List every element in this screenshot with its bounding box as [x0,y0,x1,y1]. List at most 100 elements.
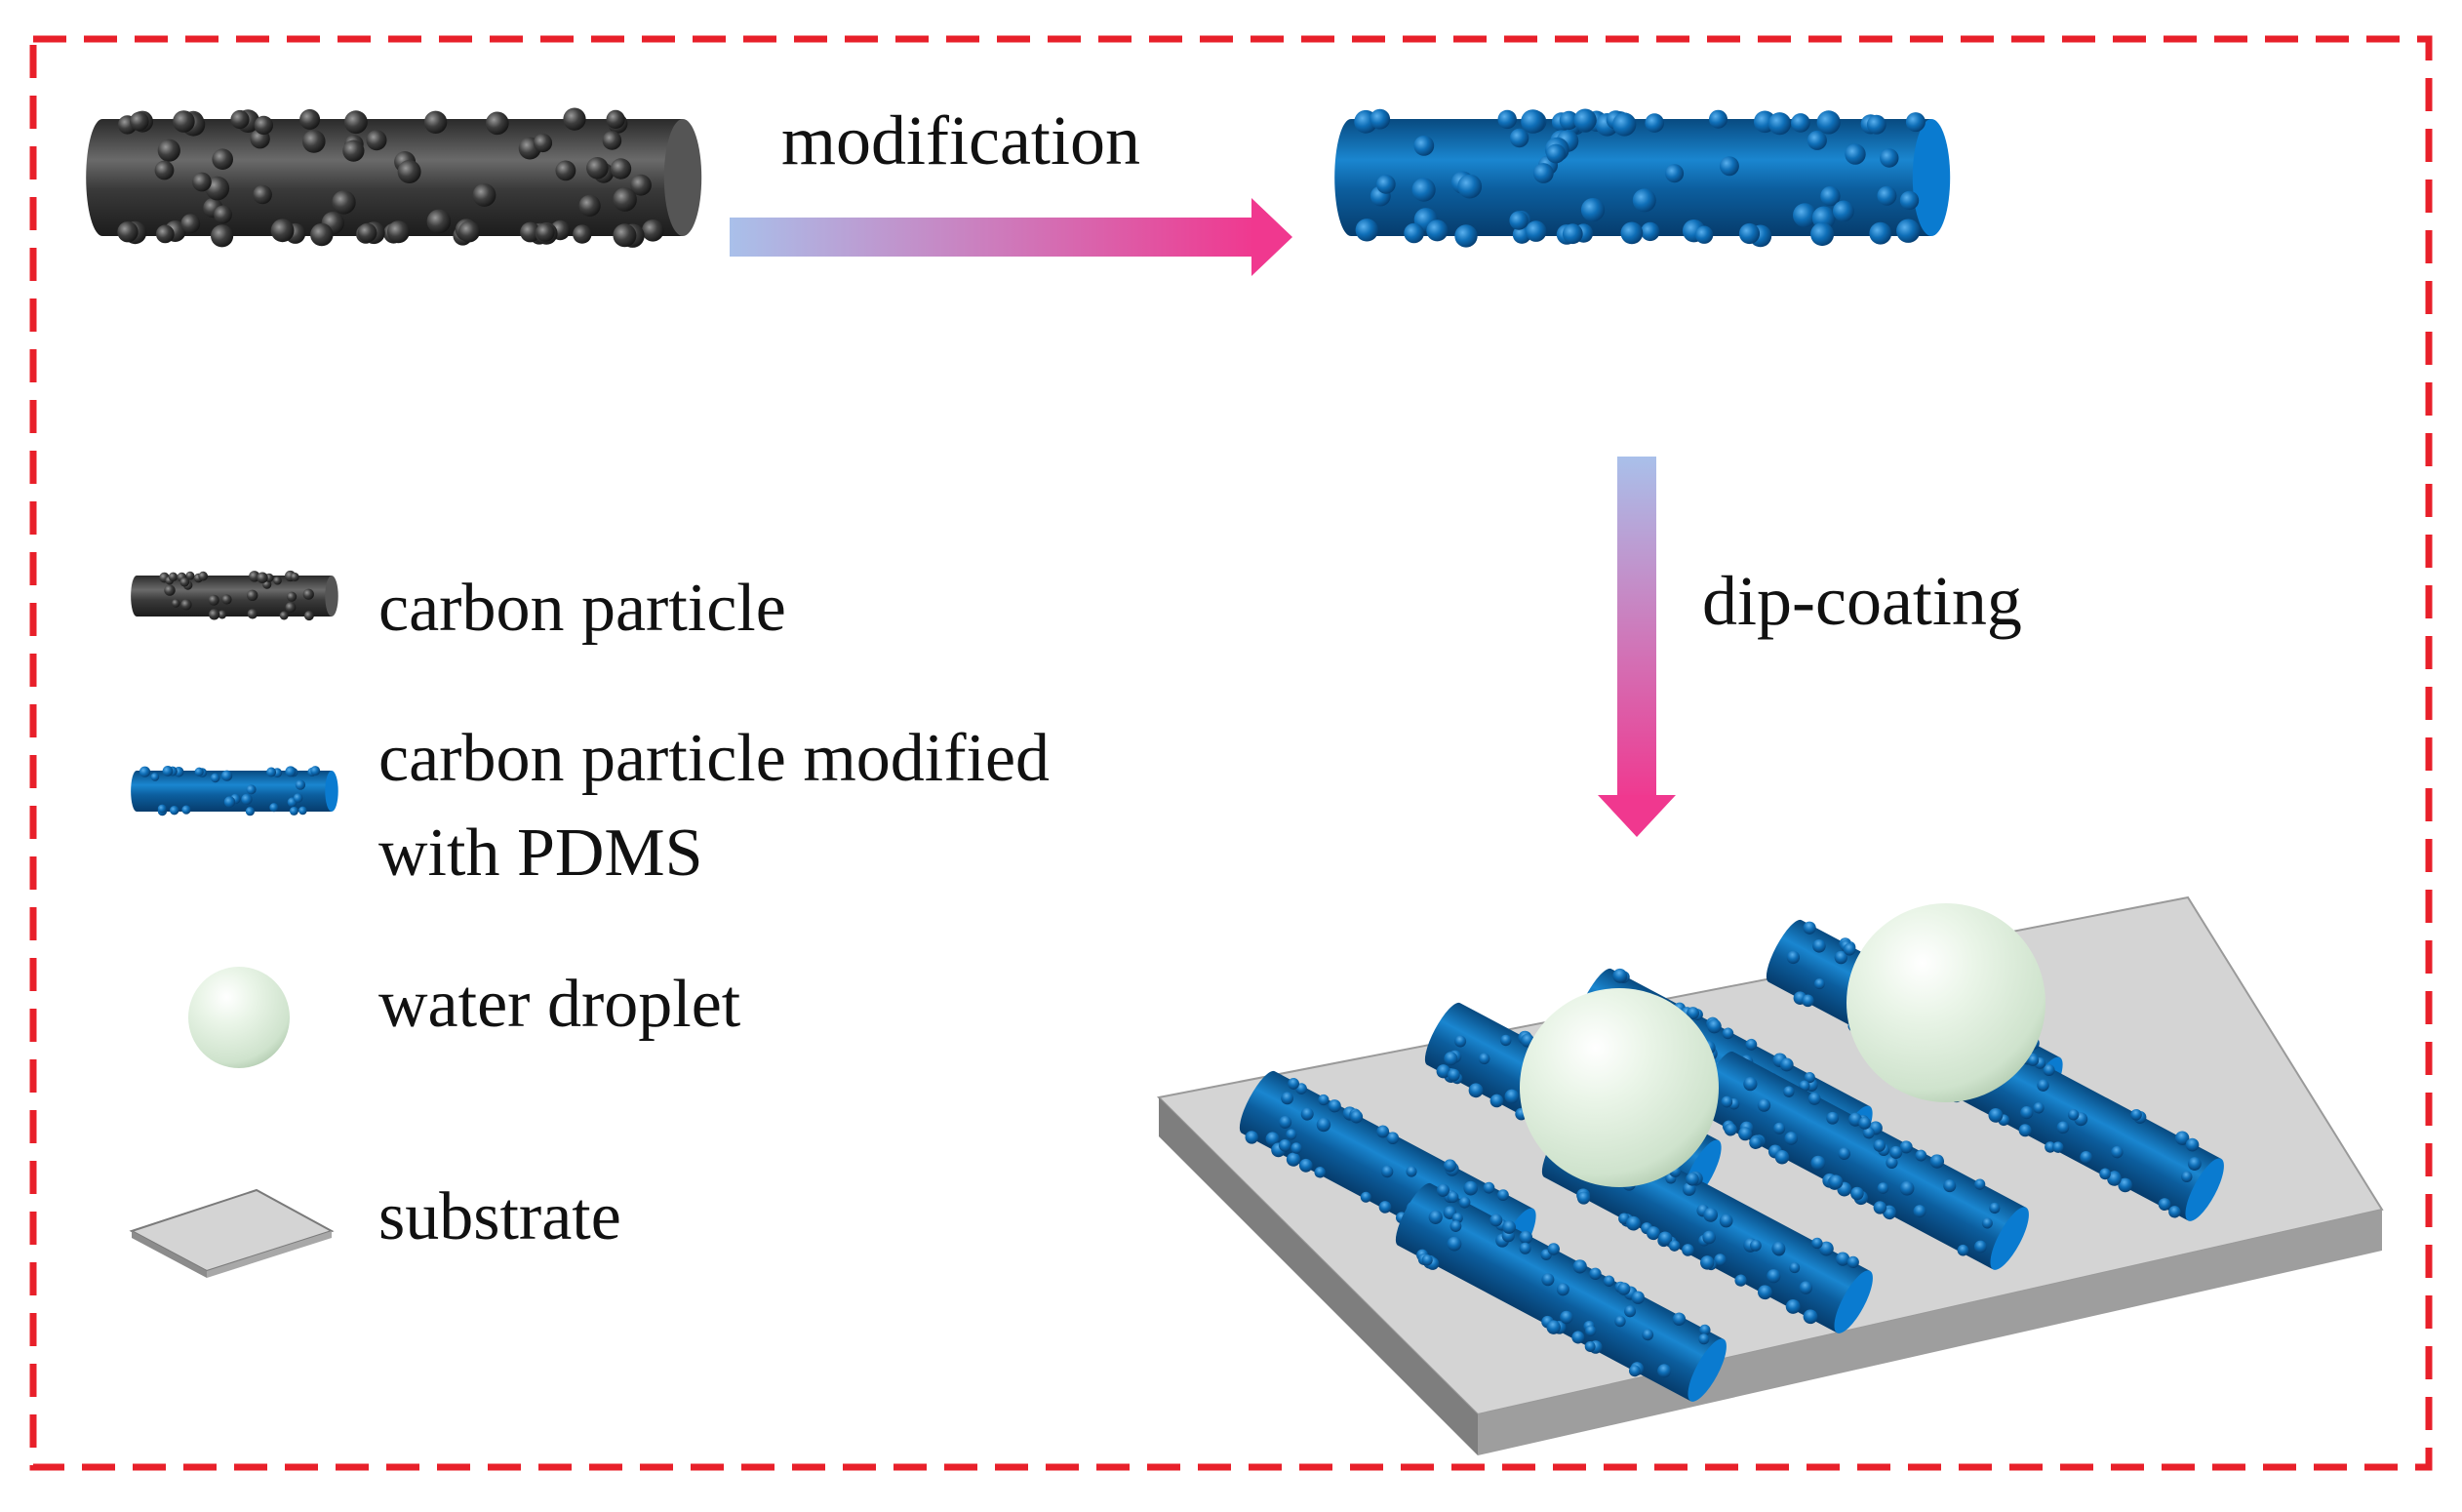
particle-bump [1612,112,1637,137]
particle-bump [1734,1274,1747,1287]
particle-bump [1632,188,1656,213]
particle-bump [1850,1186,1864,1201]
particle-bump [1378,1201,1392,1214]
particle-bump [1989,1202,2001,1214]
particle-bump [214,205,232,224]
particle-bump [154,160,175,180]
particle-bump [357,222,377,243]
particle-bump [332,190,356,215]
particle-bump [1519,1242,1531,1254]
particle-bump [1771,1241,1786,1255]
particle-bump [563,107,586,131]
particle-bump [1738,222,1761,245]
particle-bump [1458,1196,1471,1209]
particle-bump [2043,1064,2055,1077]
legend-droplet-icon [188,967,290,1068]
particle-bump [397,160,421,183]
particle-bump [486,111,509,136]
rod-end-cap [2185,1158,2224,1221]
particle-bump [1349,1110,1364,1124]
particle-bump [1624,1305,1637,1318]
particle-bump [1810,222,1835,247]
particle-bump [1828,1174,1844,1189]
particle-bump [426,209,452,234]
particle-bump [1886,1156,1898,1170]
particle-bump [211,224,234,248]
rod-end-cap [325,576,338,617]
particle-bump [1913,1205,1926,1218]
particle-bump [1509,211,1529,230]
modification-label: modification [781,101,1140,179]
particle-bump [257,572,268,583]
particle-bump [223,796,236,808]
particle-bump [302,588,314,600]
particle-bump [1700,1255,1715,1270]
particle-bump [150,773,160,781]
particle-bump [230,109,250,130]
particle-bump [168,572,179,581]
particle-bump [1802,994,1814,1008]
particle-bump [1559,110,1579,131]
particle-bump [1413,136,1435,156]
particle-bump [1862,1127,1875,1139]
particle-bump [1810,1155,1826,1171]
particle-bump [1816,110,1841,135]
particle-bump [1355,219,1379,242]
particle-bump [157,139,180,162]
particle-bump [602,131,622,150]
particle-bump [1617,1282,1631,1295]
particle-bump [1316,1117,1331,1133]
particle-bump [293,793,303,803]
particle-bump [2185,1137,2200,1152]
particle-bump [1443,1159,1457,1173]
particle-bump [1572,1259,1587,1274]
particle-bump [181,805,191,815]
particle-bump [1818,1241,1834,1256]
particle-bump [2130,1108,2142,1121]
particle-bump [1318,1094,1330,1106]
particle-bump [1580,198,1606,222]
particle-bump [162,766,174,776]
legend: carbon particle carbon particle modified… [129,570,1050,1278]
particle-bump [1560,1310,1573,1325]
particle-bump [2174,1131,2190,1145]
particle-bump [253,184,272,205]
particle-bump [1571,1331,1585,1344]
particle-bump [642,219,664,242]
particle-bump [1749,1135,1763,1149]
particle-bump [2033,1102,2045,1114]
particle-bump [366,130,387,151]
particle-bump [1743,1077,1758,1092]
particle-bump [1589,1267,1602,1280]
particle-bump [1791,113,1810,133]
particle-bump [1807,1092,1821,1105]
particle-bump [172,599,180,608]
particle-bump [2158,1198,2171,1211]
particle-bump [1899,1180,1915,1196]
particle-bump [2067,1109,2080,1121]
legend-droplet-label: water droplet [378,967,741,1042]
particle-bump [1699,1324,1711,1336]
particle-bump [289,806,298,816]
particle-bump [180,214,201,234]
particle-bump [1286,1129,1297,1140]
particle-bump [1641,221,1660,242]
particle-bump [1843,942,1856,956]
particle-bump [1457,174,1483,199]
coated-rod [1395,1182,1727,1402]
legend-substrate-icon [129,1188,335,1278]
particle-bump [1546,1320,1561,1334]
particle-bump [1286,1152,1301,1167]
particle-bump [1682,1244,1694,1256]
particle-bump [1672,1312,1687,1326]
particle-bump [1380,1165,1394,1178]
particle-bump [458,220,480,243]
particle-bump [1291,1142,1302,1154]
particle-bump [1288,1078,1299,1090]
particle-bump [139,766,151,777]
particle-bump [241,793,253,805]
particle-bump [555,160,576,181]
particle-bump [1719,156,1739,177]
substrate-front-face [1159,1097,1478,1455]
particle-bump [1404,222,1424,244]
